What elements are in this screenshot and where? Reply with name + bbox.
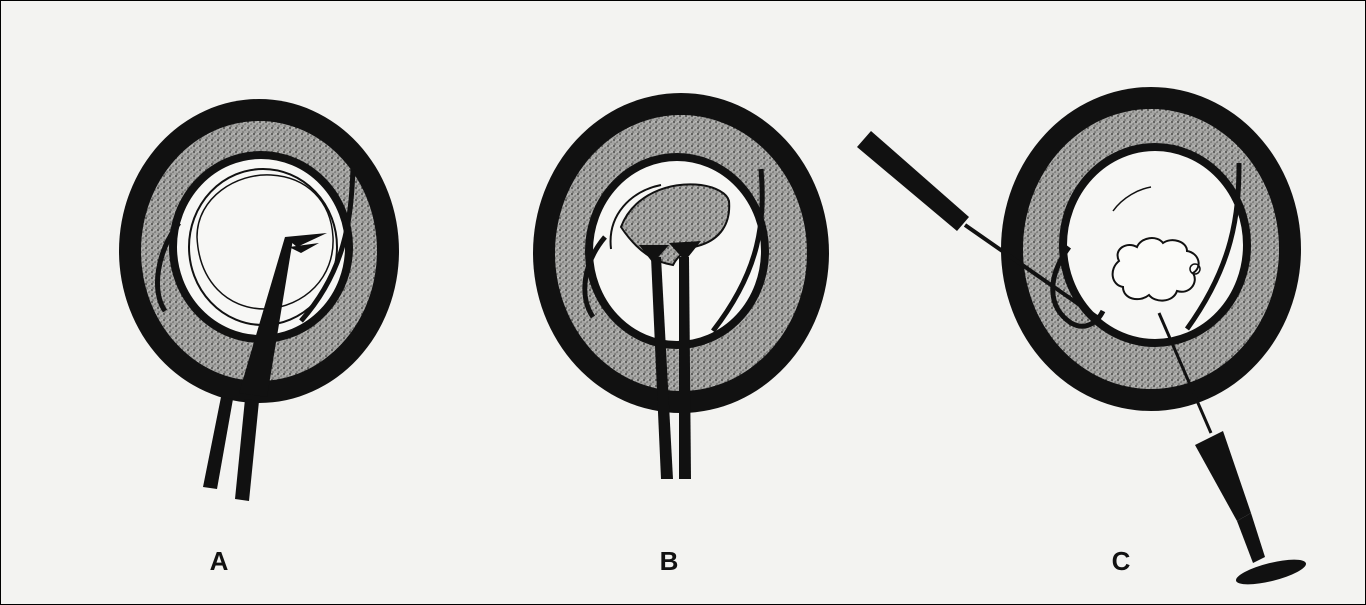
panel-label-c: C xyxy=(1101,546,1141,577)
panel-c-syringe-plunger xyxy=(1237,513,1265,563)
panel-c-plunger-flange xyxy=(1234,555,1308,590)
panel-label-b: B xyxy=(649,546,689,577)
panel-c-eye xyxy=(857,87,1308,589)
panel-b-forceps-right xyxy=(679,257,691,479)
panel-b-eye xyxy=(533,93,829,479)
panel-a-forceps-handle-right xyxy=(235,399,259,501)
panel-a-forceps-handle-left xyxy=(203,397,233,489)
panel-c-bubble-cloud xyxy=(1113,238,1199,301)
panel-a-eye xyxy=(119,99,399,501)
panel-c-handpiece xyxy=(857,131,969,231)
panel-c-syringe-barrel xyxy=(1195,431,1251,521)
panel-a-inner-ring xyxy=(173,155,349,339)
panel-label-a: A xyxy=(199,546,239,577)
